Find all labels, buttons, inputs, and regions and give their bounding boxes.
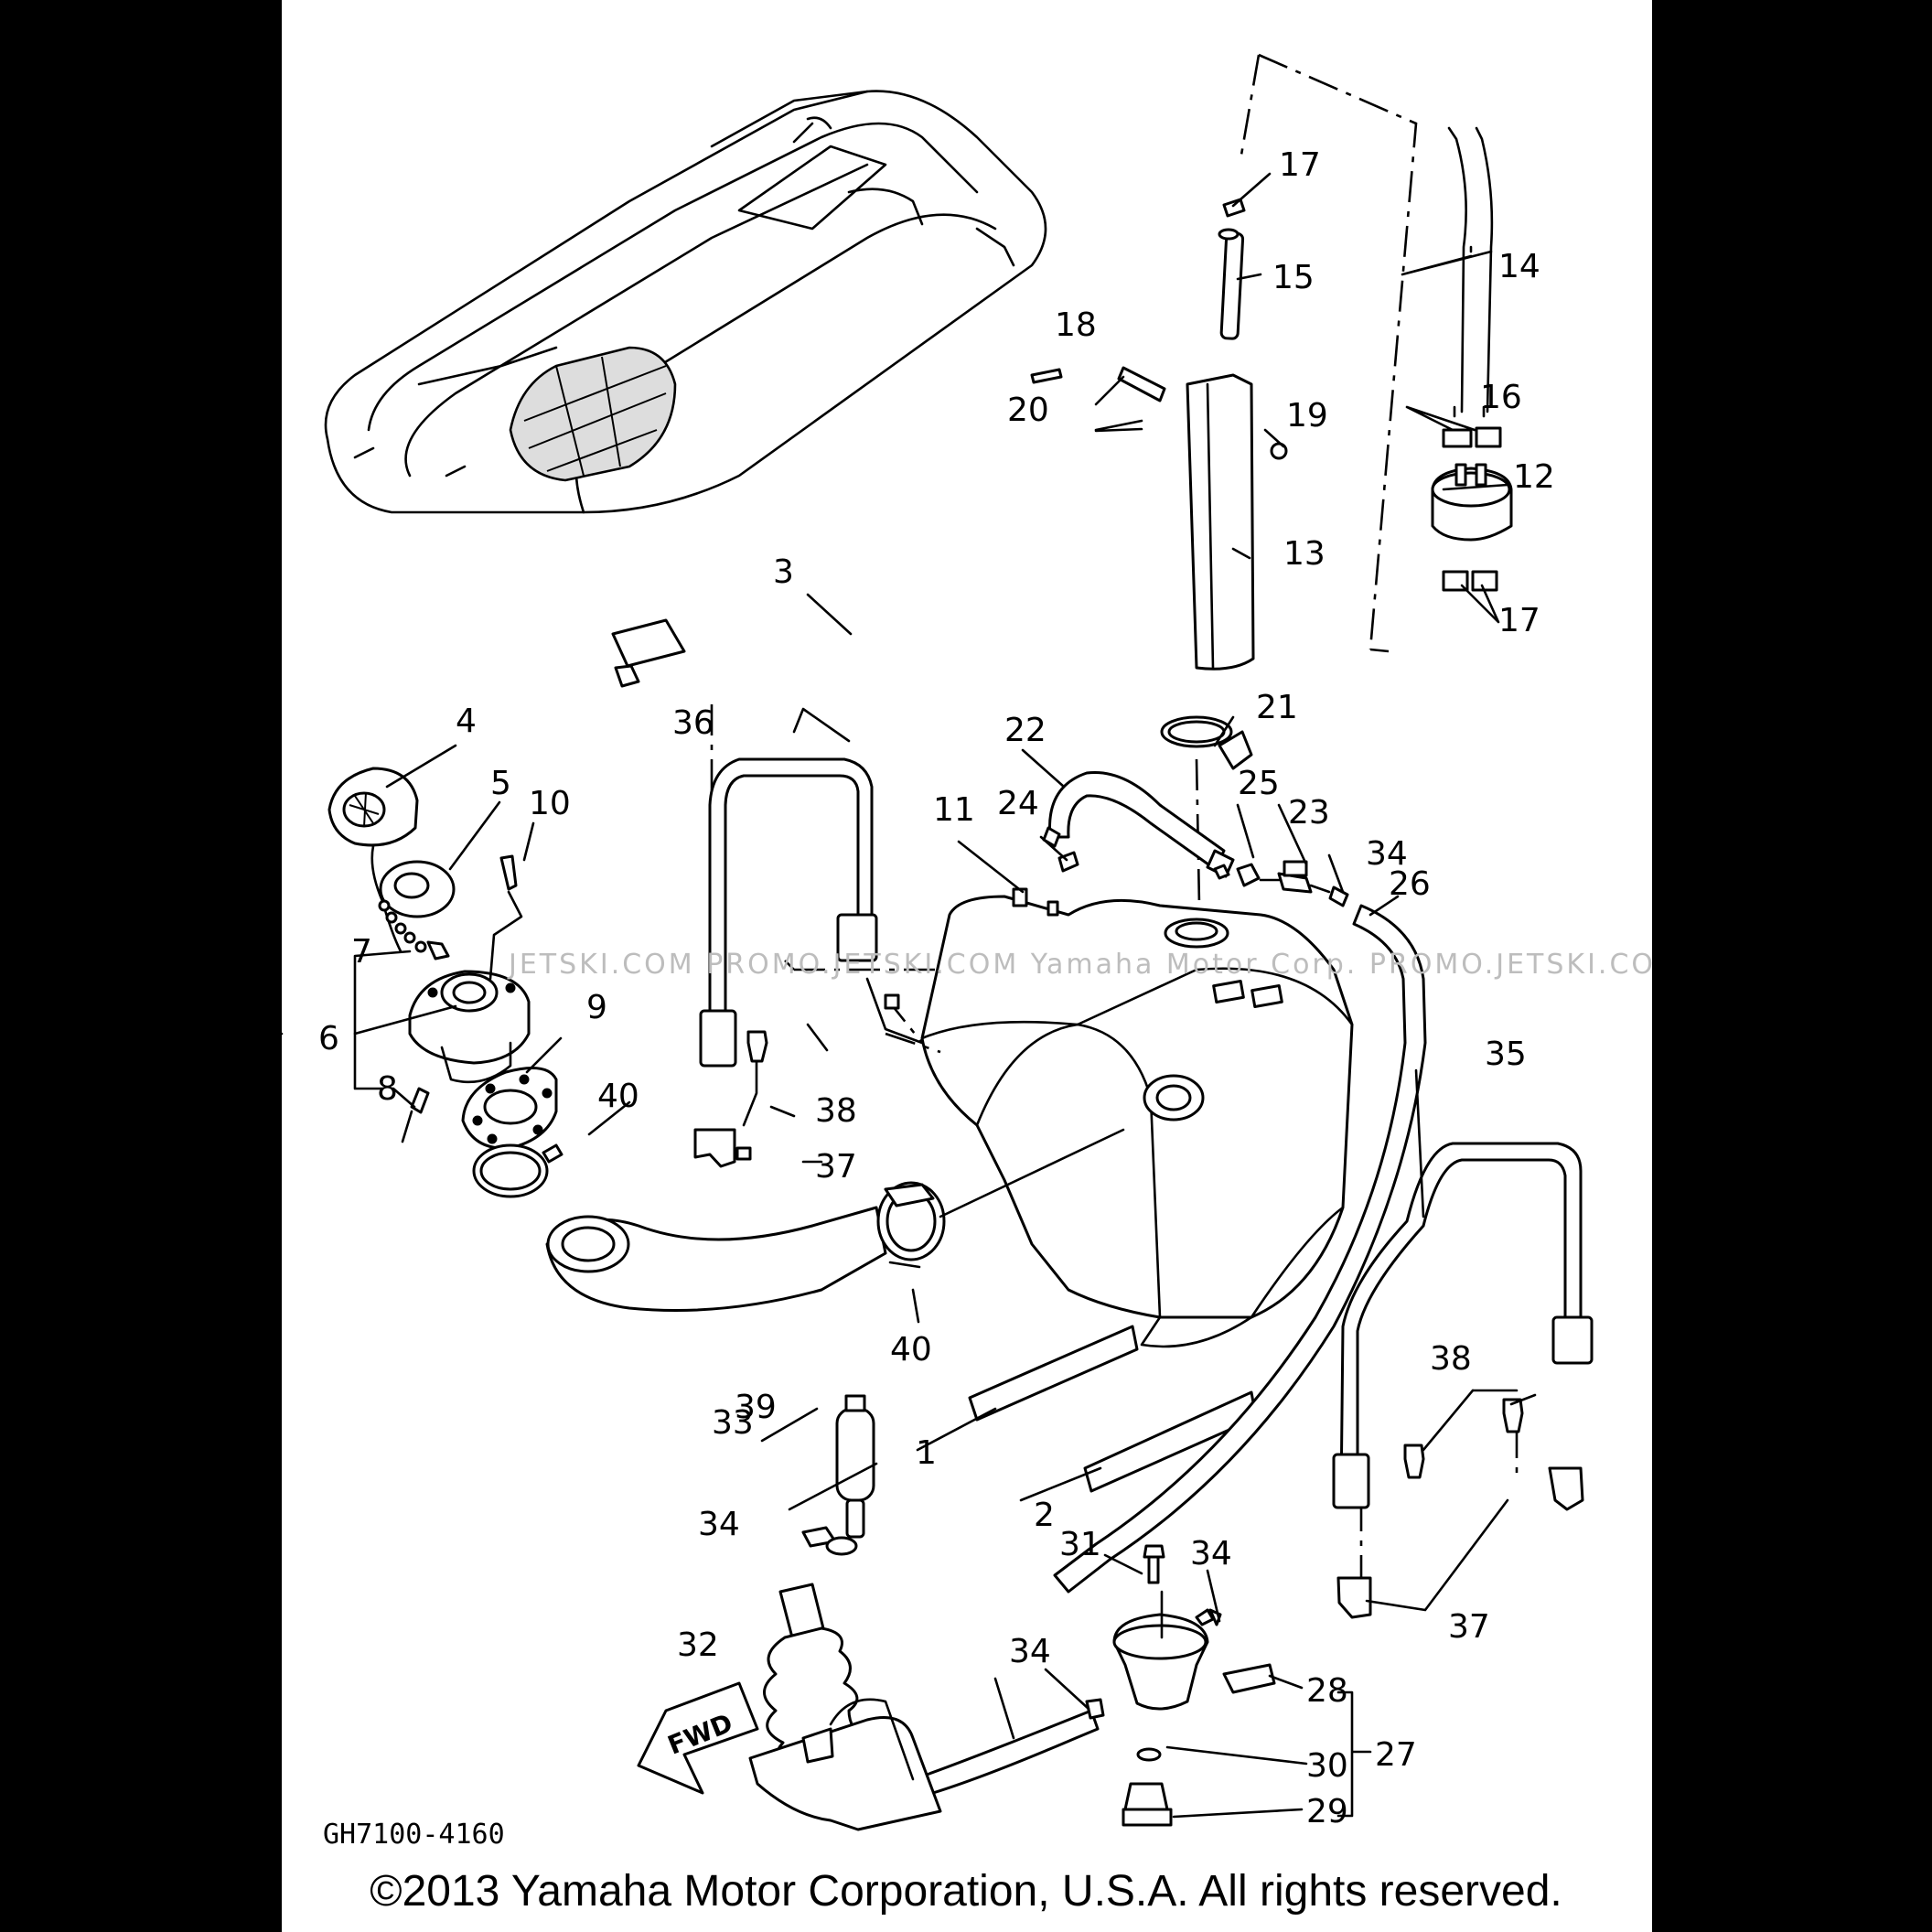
fuel-system-exploded-diagram: FWD [282,53,1652,1851]
callout-37-right: 37 [1448,1608,1490,1646]
callout-36: 36 [672,704,714,742]
callout-31: 31 [1059,1526,1101,1563]
callout-23: 23 [1288,794,1330,832]
callout-25: 25 [1238,765,1280,802]
callout-21: 21 [1256,689,1298,726]
fuel-hose-32 [925,1698,1105,1795]
callout-9: 9 [586,989,607,1026]
callout-11: 11 [933,791,975,829]
water-separator [801,1394,875,1556]
vent-hoses [1048,770,1427,1594]
callout-14: 14 [1498,248,1540,285]
drawing-code: GH7100-4160 [323,1819,505,1851]
copyright-notice: ©2013 Yamaha Motor Corporation, U.S.A. A… [370,1867,1562,1916]
filler-hose [472,1128,1125,1312]
callout-3: 3 [773,553,794,591]
callout-5: 5 [490,765,511,802]
callout-39: 39 [735,1389,777,1426]
callout-29: 29 [1306,1793,1348,1830]
callout-38-left: 38 [815,1092,857,1130]
callout-34-mid: 34 [1190,1535,1232,1572]
callout-16: 16 [1480,379,1522,416]
callout-6: 6 [318,1020,339,1057]
forward-arrow: FWD [637,1681,759,1795]
callout-34-lower: 34 [1009,1633,1051,1670]
callout-17-top: 17 [1279,146,1321,184]
callout-1: 1 [916,1434,937,1472]
filler-cap-assembly [327,767,558,1150]
callout-18: 18 [1055,306,1097,344]
callout-2: 2 [1034,1497,1055,1534]
callout-12: 12 [1513,458,1555,496]
callout-4: 4 [456,703,477,740]
callout-8: 8 [377,1070,398,1108]
leader-lines [282,172,1537,1819]
callout-33: 33 [712,1404,754,1442]
watercraft-overview-sketch [324,90,1047,514]
callout-24: 24 [997,785,1039,822]
callout-20: 20 [1007,392,1049,429]
fuel-pickup [748,1583,942,1831]
callout-7: 7 [351,933,372,971]
callout-30: 30 [1306,1747,1348,1785]
callout-32: 32 [677,1626,719,1664]
callout-17-bottom: 17 [1498,602,1540,639]
callout-37-left: 37 [815,1148,857,1186]
callout-34-top: 34 [1366,835,1408,873]
callout-labels: 1 2 3 4 5 6 7 8 9 10 11 12 13 14 15 16 1… [318,146,1555,1830]
watermark: JETSKI.COM PROMO.JETSKI.COM Yamaha Motor… [507,949,1652,981]
callout-10: 10 [529,785,571,822]
callout-19: 19 [1286,397,1328,435]
fuel-filter [1112,1544,1276,1827]
small-parts [611,368,1230,880]
callout-34-left: 34 [698,1506,740,1543]
vent-pipe-assembly [1094,198,1288,770]
callout-22: 22 [1004,712,1046,749]
callout-26: 26 [1389,865,1431,903]
fuel-tank [865,887,1354,1348]
callout-35: 35 [1485,1036,1527,1073]
diagram-sheet: FWD [282,0,1652,1932]
callout-27: 27 [1375,1736,1417,1774]
callout-40-top: 40 [597,1078,639,1115]
tank-strap-left [693,757,878,1168]
callout-28: 28 [1306,1672,1348,1710]
fuel-cock [1431,126,1513,592]
callout-40-bottom: 40 [890,1331,932,1368]
callout-38-right: 38 [1430,1340,1472,1378]
callout-13: 13 [1283,535,1326,573]
tank-strap-right [1332,1142,1594,1619]
callout-15: 15 [1272,259,1315,296]
